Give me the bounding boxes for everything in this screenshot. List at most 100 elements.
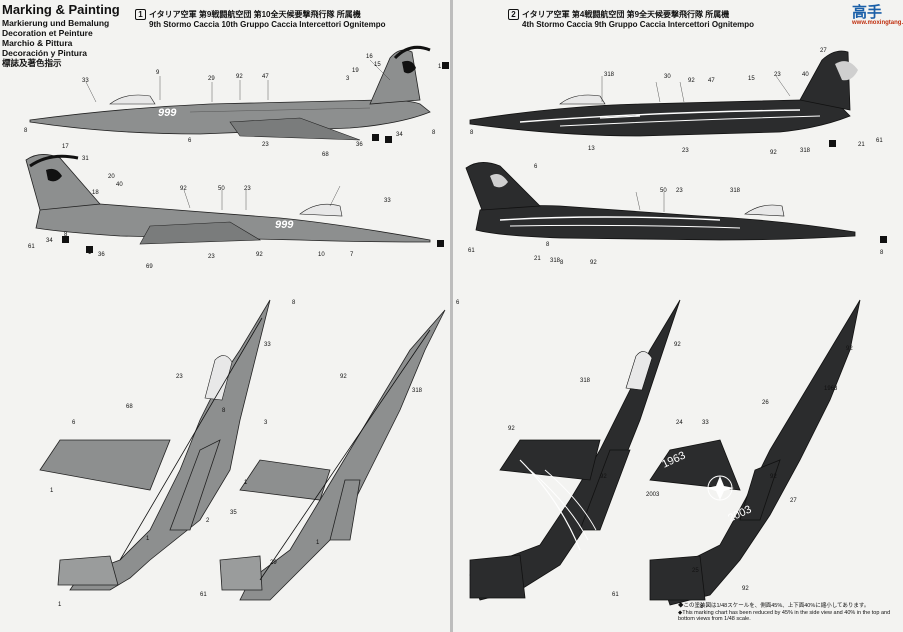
- callout: 61: [612, 592, 619, 598]
- callout: 9: [156, 70, 160, 76]
- callout: 92: [590, 260, 597, 266]
- callout: 19: [352, 68, 359, 74]
- callout: 15: [748, 76, 755, 82]
- watermark-logo-text: 高手: [852, 3, 883, 21]
- callout: 13: [588, 146, 595, 152]
- callout: 31: [82, 156, 89, 162]
- callout: 318: [604, 72, 615, 78]
- callout: 318: [550, 258, 561, 264]
- callout: 92: [180, 186, 187, 192]
- callout: 6: [188, 138, 192, 144]
- callout: 24: [676, 420, 683, 426]
- callout: 1: [146, 536, 150, 542]
- callout: 26: [762, 400, 769, 406]
- callout: 69: [146, 264, 153, 270]
- callout: 8: [222, 408, 226, 414]
- callout: 20: [108, 174, 115, 180]
- scheme-2-side-view-right: [465, 162, 887, 243]
- callout: 7: [350, 252, 354, 258]
- scale-note-jp: ◆この塗装図は1/48スケールを、側面45%、上下面40%に縮小してあります。: [678, 603, 870, 609]
- callout: 92: [674, 342, 681, 348]
- callout: 23: [244, 186, 251, 192]
- callout: 2: [206, 518, 210, 524]
- callout: 1: [58, 602, 62, 608]
- callout: 23: [774, 72, 781, 78]
- scheme-1-side-view-right: 999: [25, 154, 444, 253]
- callout: 318: [412, 388, 423, 394]
- callout: 33: [82, 78, 89, 84]
- callout: 92: [770, 150, 777, 156]
- callout: 8: [546, 242, 550, 248]
- scheme-1-title-jp: イタリア空軍 第9戦闘航空団 第10全天候要撃飛行隊 所属機: [149, 10, 361, 19]
- callout: 8: [560, 260, 564, 266]
- callout: 15: [374, 62, 381, 68]
- lang-de: Markierung und Bemalung: [2, 18, 110, 28]
- callout: 23: [262, 142, 269, 148]
- scheme-1-title-it: 9th Stormo Caccia 10th Gruppo Caccia Int…: [149, 20, 386, 29]
- callout: 3: [264, 420, 268, 426]
- svg-text:999: 999: [275, 219, 294, 231]
- callout: 35: [230, 510, 237, 516]
- callout: 1963: [824, 386, 838, 392]
- scheme-2-side-view-left: [469, 50, 858, 147]
- callout: 25: [692, 568, 699, 574]
- callout: 36: [356, 142, 363, 148]
- scheme-2-top-view: [469, 299, 681, 601]
- callout: 50: [660, 188, 667, 194]
- callout: 61: [200, 592, 207, 598]
- callout: 92: [600, 474, 607, 480]
- callout: 16: [366, 54, 373, 60]
- callout: 92: [508, 426, 515, 432]
- section-languages: Markierung und Bemalung Decoration et Pe…: [2, 18, 109, 68]
- watermark-url: www.moxingtang.com: [852, 20, 903, 26]
- scheme-2-title-it: 4th Stormo Caccia 9th Gruppo Caccia Inte…: [522, 20, 755, 29]
- callout: 23: [208, 254, 215, 260]
- callout: 92: [742, 586, 749, 592]
- callout: 92: [770, 474, 777, 480]
- callout: 1: [316, 540, 320, 546]
- callout: 8: [64, 232, 68, 238]
- callout: 47: [708, 78, 715, 84]
- callout: 29: [270, 560, 277, 566]
- svg-text:999: 999: [158, 107, 177, 119]
- scheme-1-bottom-view: [219, 309, 446, 601]
- callout: 8: [470, 130, 474, 136]
- callout: 8: [432, 130, 436, 136]
- callout: 68: [126, 404, 133, 410]
- callout: 6: [72, 420, 76, 426]
- callout: 30: [664, 74, 671, 80]
- callout: 61: [876, 138, 883, 144]
- lang-cn: 標誌及著色指示: [2, 58, 62, 68]
- callout: 8: [292, 300, 296, 306]
- callout: 10: [318, 252, 325, 258]
- callout: 50: [218, 186, 225, 192]
- callout: 34: [396, 132, 403, 138]
- callout: 8: [700, 604, 704, 610]
- callout: 33: [384, 198, 391, 204]
- scheme-2-bottom-view: 1963 2003: [649, 299, 861, 606]
- callout: 61: [28, 244, 35, 250]
- callout: 27: [820, 48, 827, 54]
- callout: 318: [730, 188, 741, 194]
- callout: 33: [264, 342, 271, 348]
- callouts-right-page: 318 30 92 47 27 23 40 15 8 13 23 92 318 …: [456, 48, 884, 610]
- page-gutter: [450, 0, 453, 632]
- callout: 68: [322, 152, 329, 158]
- callout: 40: [116, 182, 123, 188]
- callout: 33: [702, 420, 709, 426]
- callout: 92: [256, 252, 263, 258]
- callout: 1: [244, 480, 248, 486]
- scale-note: ◆この塗装図は1/48スケールを、側面45%、上下面40%に縮小してあります。 …: [678, 603, 898, 623]
- callout: 8: [24, 128, 28, 134]
- lang-fr: Decoration et Peinture: [2, 28, 93, 38]
- callout: 29: [208, 76, 215, 82]
- callout: 3: [346, 76, 350, 82]
- callout: 17: [62, 144, 69, 150]
- callout: 21: [858, 142, 865, 148]
- callout: 92: [340, 374, 347, 380]
- scheme-2-number: 2: [508, 9, 519, 20]
- callouts-left-page: 33 9 29 92 47 16 15 19 3 1 8 8 23 68 36 …: [24, 54, 442, 608]
